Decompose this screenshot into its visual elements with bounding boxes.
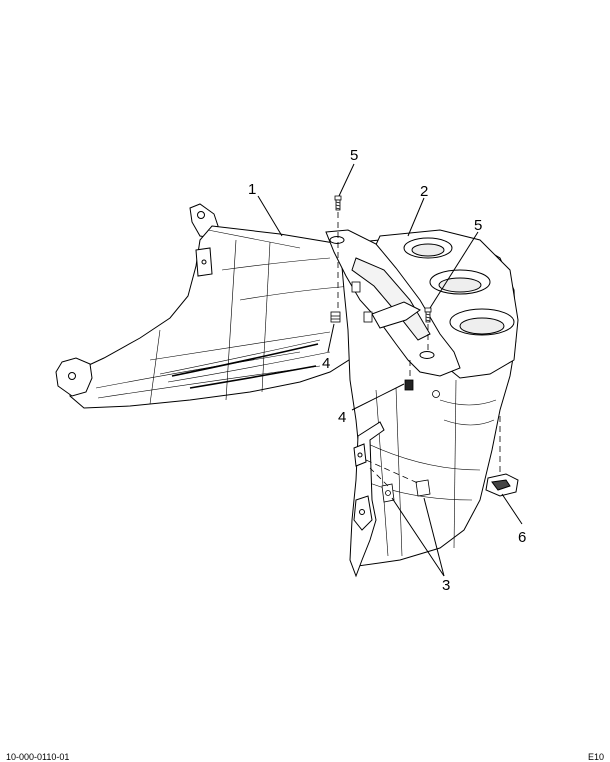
callout-2: 2 xyxy=(420,183,428,200)
left-panel-dark-grooves xyxy=(171,343,319,389)
side-panel xyxy=(349,421,385,578)
screw-5-upper xyxy=(334,195,342,211)
callout-4-lower: 4 xyxy=(338,409,346,426)
callout-1: 1 xyxy=(248,181,256,198)
mounting-bracket-6 xyxy=(485,473,519,497)
leader-lines xyxy=(257,163,523,577)
drawing-number: 10-000-0110-01 xyxy=(6,752,70,762)
callouts: 1 2 3 4 4 5 5 6 xyxy=(248,147,526,594)
nut-4-lower xyxy=(404,379,414,391)
bracket-clip xyxy=(351,281,361,293)
callout-6: 6 xyxy=(518,529,526,546)
clip-nut-3 xyxy=(381,479,431,503)
sheet-code: E10 xyxy=(587,752,604,762)
left-panel-contours xyxy=(95,229,353,405)
callout-4-upper: 4 xyxy=(322,355,330,372)
callout-3: 3 xyxy=(442,577,450,594)
alignment-lines xyxy=(337,212,501,487)
callout-5-upper: 5 xyxy=(350,147,358,164)
housing-hole xyxy=(432,390,440,398)
bracket-clip xyxy=(363,311,373,323)
nut-4-upper xyxy=(330,311,341,323)
housing-contours xyxy=(359,379,497,557)
screw-5-right xyxy=(424,307,432,323)
cupholders xyxy=(403,237,515,336)
left-trim-panel xyxy=(55,203,363,409)
callout-5-right: 5 xyxy=(474,217,482,234)
